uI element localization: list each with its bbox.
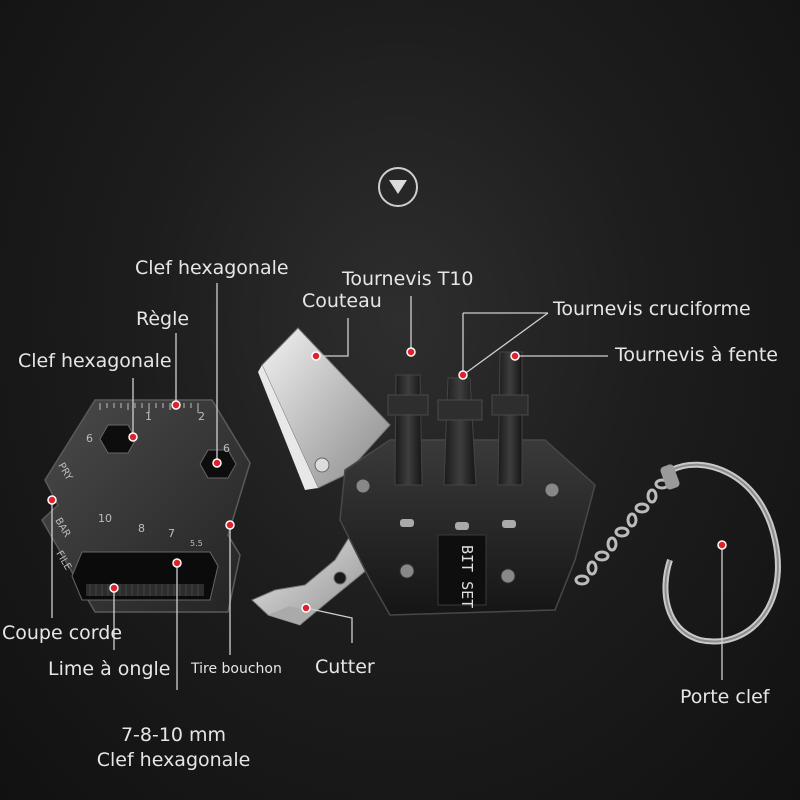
wrench-10-mark: 10: [98, 512, 112, 525]
bit-flat: [497, 351, 523, 486]
screw: [500, 568, 516, 584]
ruler-mark-2: 2: [198, 410, 205, 423]
bit-set-body: BIT SET: [339, 351, 596, 616]
hex-right-size: 6: [223, 442, 230, 455]
label-lime-ongle: Lime à ongle: [48, 658, 171, 680]
knife-blade: [258, 327, 391, 490]
label-tournevis-cruciforme: Tournevis cruciforme: [553, 298, 751, 320]
ruler-mark-1: 1: [145, 410, 152, 423]
hex-left-size: 6: [86, 432, 93, 445]
markers: [47, 347, 727, 613]
screw: [399, 563, 415, 579]
label-clef-hex-top: Clef hexagonale: [135, 257, 289, 279]
key-ring: [574, 461, 781, 645]
marker-nail-file: [109, 583, 119, 593]
scroll-down-button[interactable]: [378, 167, 418, 207]
marker-hex-wrench: [172, 558, 182, 568]
label-clef-hex-left: Clef hexagonale: [18, 350, 172, 372]
screw: [544, 482, 560, 498]
marker-flat: [510, 351, 520, 361]
wrench-55-mark: 5.5: [190, 539, 203, 548]
wrench-8-mark: 8: [138, 522, 145, 535]
label-couteau: Couteau: [302, 290, 382, 312]
label-tire-bouchon: Tire bouchon: [191, 661, 282, 677]
bit-set-text: BIT SET: [458, 545, 476, 608]
chevron-down-circle-icon: [389, 180, 407, 194]
label-tournevis-fente: Tournevis à fente: [615, 344, 778, 366]
bit-phillips: [443, 377, 477, 486]
label-cutter: Cutter: [315, 656, 375, 678]
label-porte-clef: Porte clef: [680, 686, 770, 708]
cutter-blade: [251, 519, 386, 626]
label-regle: Règle: [136, 308, 190, 330]
marker-phillips: [458, 370, 468, 380]
marker-t10: [406, 347, 416, 357]
marker-ruler: [171, 400, 181, 410]
label-clef-size: 7-8-10 mm: [120, 724, 227, 746]
hex-hole-left: [99, 424, 137, 454]
marker-hex-right: [212, 458, 222, 468]
marker-cutter: [301, 603, 311, 613]
marker-knife: [311, 351, 321, 361]
marker-rope-cutter: [47, 495, 57, 505]
label-coupe-corde: Coupe corde: [2, 622, 123, 644]
label-clef-hex-bottom: Clef hexagonale: [96, 749, 251, 771]
label-tournevis-t10: Tournevis T10: [342, 268, 474, 290]
marker-hex-left: [128, 432, 138, 442]
screw: [355, 478, 371, 494]
wrench-7-mark: 7: [168, 527, 175, 540]
hex-card-tool: 1 2 6 6 PRY BAR FILE 10 8 7 5.5: [41, 399, 251, 613]
marker-corkscrew: [225, 520, 235, 530]
marker-key-ring: [717, 540, 727, 550]
bit-t10: [394, 374, 423, 486]
